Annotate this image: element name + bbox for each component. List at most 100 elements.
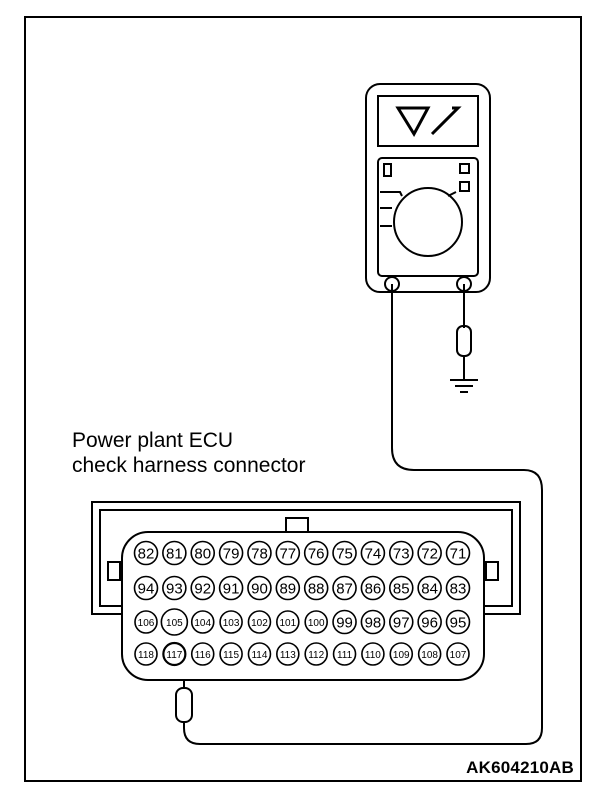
pin-81[interactable]: 81 [162, 540, 187, 566]
pin-107[interactable]: 107 [446, 642, 470, 666]
pin-84[interactable]: 84 [417, 575, 442, 601]
pin-circle [276, 610, 300, 634]
pin-91[interactable]: 91 [218, 575, 244, 601]
pin-102[interactable]: 102 [247, 610, 272, 634]
pin-circle [389, 642, 414, 666]
pin-75[interactable]: 75 [332, 540, 357, 566]
pin-label: 102 [251, 618, 268, 629]
pin-112[interactable]: 112 [304, 642, 328, 666]
pin-101[interactable]: 101 [276, 610, 300, 634]
pin-circle [303, 540, 329, 566]
pin-82[interactable]: 82 [133, 540, 159, 566]
pin-circle [417, 540, 442, 566]
pin-circle [445, 575, 471, 601]
pin-circle [275, 575, 301, 601]
pin-label: 98 [365, 615, 382, 632]
pin-99[interactable]: 99 [332, 609, 357, 635]
pin-95[interactable]: 95 [445, 609, 471, 635]
pin-94[interactable]: 94 [133, 575, 159, 601]
pin-105[interactable]: 105 [160, 608, 189, 636]
pin-90[interactable]: 90 [247, 575, 272, 601]
pin-label: 112 [308, 650, 324, 661]
pin-label: 88 [308, 581, 325, 598]
pin-label: 96 [421, 615, 438, 632]
pin-circle [160, 608, 189, 636]
pin-label: 109 [393, 650, 410, 661]
pin-71[interactable]: 71 [445, 540, 471, 566]
pin-108[interactable]: 108 [417, 642, 442, 666]
pin-85[interactable]: 85 [388, 575, 414, 601]
pin-103[interactable]: 103 [219, 610, 243, 634]
ground-probe-icon [456, 325, 472, 357]
pin-circle [247, 540, 272, 566]
caption-line-1: Power plant ECU [72, 429, 234, 452]
pin-83[interactable]: 83 [445, 575, 471, 601]
pin-label: 87 [336, 581, 353, 598]
range-switch-icon [383, 163, 392, 177]
connector-latch-right [485, 561, 499, 581]
pin-label: 111 [337, 650, 353, 661]
pin-label: 113 [280, 650, 296, 661]
pin-label: 104 [194, 618, 211, 629]
pin-circle [190, 642, 215, 666]
pin-97[interactable]: 97 [388, 609, 414, 635]
pin-93[interactable]: 93 [162, 575, 187, 601]
pin-label: 107 [450, 650, 467, 661]
pin-116[interactable]: 116 [190, 642, 215, 666]
pin-114[interactable]: 114 [247, 642, 272, 666]
pin-76[interactable]: 76 [303, 540, 329, 566]
pin-label: 80 [194, 546, 211, 563]
pin-label: 77 [279, 546, 296, 563]
pin-label: 94 [138, 581, 155, 598]
pin-circle [219, 610, 243, 634]
rotary-dial[interactable] [393, 187, 463, 257]
pin-circle [304, 610, 328, 634]
pin-80[interactable]: 80 [190, 540, 216, 566]
pin-88[interactable]: 88 [303, 575, 329, 601]
pin-118[interactable]: 118 [134, 642, 158, 666]
pin-circle [134, 642, 158, 666]
signal-lead [183, 284, 543, 745]
pin-label: 90 [251, 581, 268, 598]
pin-98[interactable]: 98 [360, 609, 386, 635]
pin-78[interactable]: 78 [247, 540, 272, 566]
pin-label: 93 [166, 581, 183, 598]
pin-106[interactable]: 106 [134, 610, 158, 634]
pin-86[interactable]: 86 [360, 575, 386, 601]
pin-100[interactable]: 100 [304, 610, 328, 634]
ground-symbol-icon [450, 379, 478, 393]
pin-110[interactable]: 110 [361, 642, 385, 666]
pin-circle [360, 609, 386, 635]
pin-circle [304, 642, 328, 666]
pin-circle [247, 610, 272, 634]
pin-117[interactable]: 117 [162, 641, 187, 667]
pin-label: 84 [421, 581, 438, 598]
ecu-connector [91, 501, 521, 681]
pin-111[interactable]: 111 [332, 642, 357, 666]
pin-circle [332, 540, 357, 566]
ground-lead [450, 284, 478, 393]
pin-77[interactable]: 77 [275, 540, 301, 566]
pin-72[interactable]: 72 [417, 540, 442, 566]
pin-87[interactable]: 87 [332, 575, 357, 601]
pin-circle [162, 540, 187, 566]
pin-label: 101 [279, 618, 296, 629]
pin-104[interactable]: 104 [190, 610, 215, 634]
pin-115[interactable]: 115 [219, 642, 243, 666]
pin-label: 99 [336, 615, 353, 632]
pin-circle [360, 540, 386, 566]
pin-circle [332, 642, 357, 666]
pin-circle [332, 609, 357, 635]
pin-113[interactable]: 113 [276, 642, 300, 666]
pin-circle [303, 575, 329, 601]
pin-73[interactable]: 73 [388, 540, 414, 566]
pin-92[interactable]: 92 [190, 575, 216, 601]
pin-79[interactable]: 79 [218, 540, 244, 566]
pin-89[interactable]: 89 [275, 575, 301, 601]
pin-109[interactable]: 109 [389, 642, 414, 666]
pin-circle [360, 575, 386, 601]
pin-74[interactable]: 74 [360, 540, 386, 566]
multimeter [365, 83, 491, 293]
pin-96[interactable]: 96 [417, 609, 442, 635]
pin-label: 100 [308, 618, 325, 629]
